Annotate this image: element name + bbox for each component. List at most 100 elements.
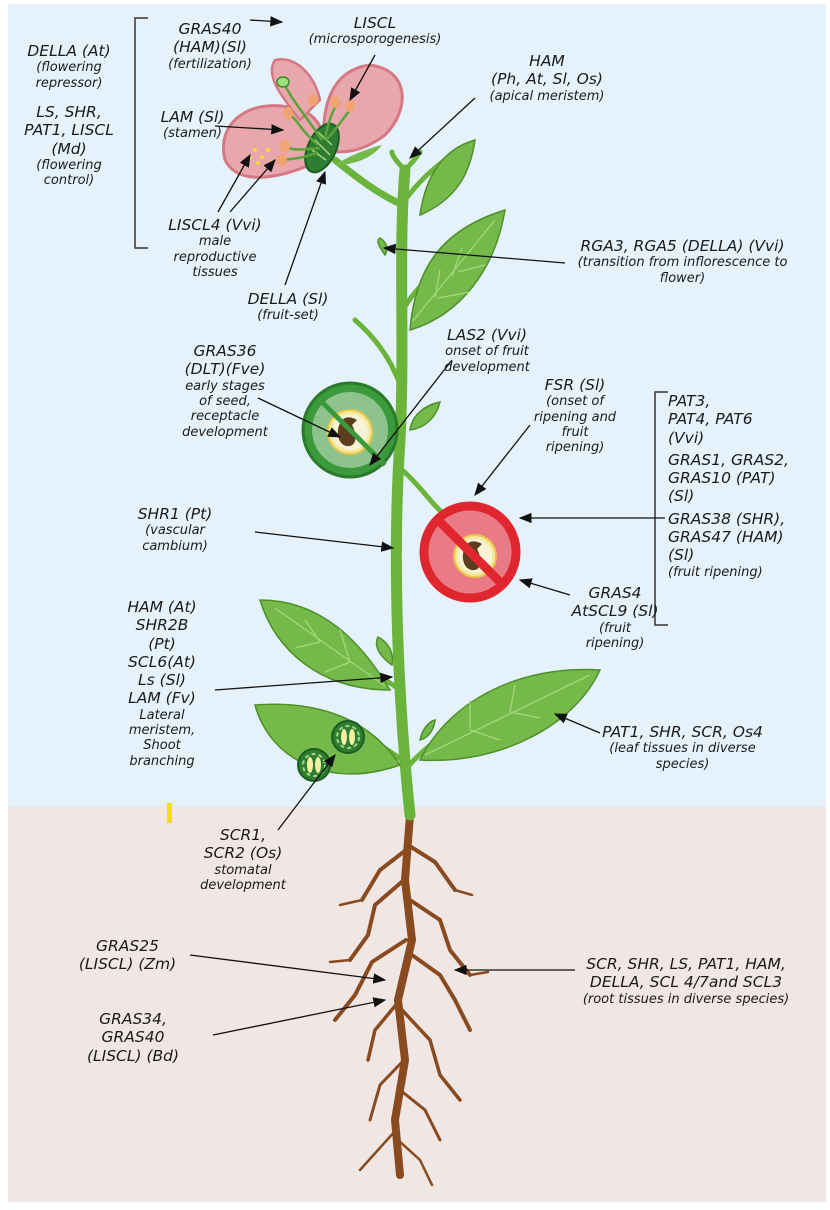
function-text: Shoot <box>112 738 212 753</box>
function-text: receptacle <box>175 409 275 424</box>
function-text: ripening) <box>525 440 625 455</box>
gene-text: LAM (Fv) <box>112 689 212 707</box>
gene-text: HAM (At) <box>112 598 212 616</box>
gene-text: Ls (Sl) <box>112 671 212 689</box>
function-text: development <box>428 360 546 375</box>
label-shr1: SHR1 (Pt) (vascular cambium) <box>125 505 225 554</box>
label-della-at: DELLA (At) (flowering repressor) <box>4 42 134 91</box>
function-text: development <box>175 425 275 440</box>
gene-text: GRAS10 (PAT) <box>668 469 818 487</box>
gene-text: DELLA (Sl) <box>238 290 338 308</box>
function-text: Lateral <box>112 708 212 723</box>
gene-text: LAM (Sl) <box>150 108 235 126</box>
label-fsr: FSR (Sl) (onset of ripening and fruit ri… <box>525 376 625 456</box>
gene-text: FSR (Sl) <box>525 376 625 394</box>
gene-text: LAS2 (Vvi) <box>428 326 546 344</box>
gene-text: LISCL4 (Vvi) <box>160 216 270 234</box>
label-liscl: LISCL (microsporogenesis) <box>300 14 450 48</box>
gene-text: SCR2 (Os) <box>188 844 298 862</box>
function-text: fruit <box>525 425 625 440</box>
gene-text: GRAS1, GRAS2, <box>668 451 818 469</box>
label-rga3-rga5: RGA3, RGA5 (DELLA) (Vvi) (transition fro… <box>555 237 810 286</box>
function-text: (flowering <box>4 60 134 75</box>
gene-text: (Pt) <box>112 635 212 653</box>
gene-text: (HAM)(Sl) <box>160 38 260 56</box>
gene-text: PAT4, PAT6 <box>668 410 818 428</box>
fruit-ripening <box>424 506 516 598</box>
gene-text: (DLT)(Fve) <box>175 360 275 378</box>
gene-text: GRAS38 (SHR), <box>668 510 818 528</box>
function-text: (fruit ripening) <box>668 565 818 580</box>
function-text: control) <box>4 173 134 188</box>
function-text: (transition from inflorescence to <box>555 255 810 270</box>
gene-text: (Vvi) <box>668 429 818 447</box>
function-text: reproductive <box>160 250 270 265</box>
gene-text: LS, SHR, <box>4 103 134 121</box>
function-text: (apical meristem) <box>472 89 622 104</box>
function-text: development <box>188 878 298 893</box>
label-ls-shr-pat1-md: LS, SHR, PAT1, LISCL (Md) (flowering con… <box>4 103 134 189</box>
gene-text: AtSCL9 (Sl) <box>555 602 675 620</box>
function-text: (vascular <box>125 523 225 538</box>
gene-text: GRAS4 <box>555 584 675 602</box>
gene-text: PAT1, SHR, SCR, Os4 <box>595 723 770 741</box>
label-gras4: GRAS4 AtSCL9 (Sl) (fruit ripening) <box>555 584 675 651</box>
soil-marker <box>167 803 172 823</box>
label-ham-apical: HAM (Ph, At, Sl, Os) (apical meristem) <box>472 52 622 104</box>
function-text: (onset of <box>525 394 625 409</box>
label-pat1-leaf: PAT1, SHR, SCR, Os4 (leaf tissues in div… <box>595 723 770 772</box>
function-text: (leaf tissues in diverse <box>595 741 770 756</box>
label-della-sl: DELLA (Sl) (fruit-set) <box>238 290 338 324</box>
label-lam-sl: LAM (Sl) (stamen) <box>150 108 235 142</box>
function-text: (microsporogenesis) <box>300 32 450 47</box>
function-text: (fruit <box>555 621 675 636</box>
gene-text: DELLA (At) <box>4 42 134 60</box>
label-gras25: GRAS25 (LISCL) (Zm) <box>70 937 185 974</box>
gene-text: LISCL <box>300 14 450 32</box>
function-text: (fertilization) <box>160 57 260 72</box>
function-text: branching <box>112 754 212 769</box>
function-text: cambium) <box>125 539 225 554</box>
gene-text: SCL6(At) <box>112 653 212 671</box>
gene-text: SHR1 (Pt) <box>125 505 225 523</box>
gene-text: RGA3, RGA5 (DELLA) (Vvi) <box>555 237 810 255</box>
function-text: stomatal <box>188 863 298 878</box>
gene-text: (Md) <box>4 140 134 158</box>
gene-text: (Sl) <box>668 487 818 505</box>
label-liscl4: LISCL4 (Vvi) male reproductive tissues <box>160 216 270 280</box>
gene-text: GRAS40 <box>68 1028 198 1046</box>
function-text: (fruit-set) <box>238 308 338 323</box>
gene-text: GRAS47 (HAM) <box>668 528 818 546</box>
label-ham-shr2b-lateral: HAM (At) SHR2B (Pt) SCL6(At) Ls (Sl) LAM… <box>112 598 212 769</box>
label-las2: LAS2 (Vvi) onset of fruit development <box>428 326 546 375</box>
function-text: flower) <box>555 271 810 286</box>
gene-text: PAT1, LISCL <box>4 121 134 139</box>
gene-text: HAM <box>472 52 622 70</box>
fruit-green <box>303 383 397 477</box>
gene-text: SCR, SHR, LS, PAT1, HAM, <box>572 955 800 973</box>
gene-text: GRAS34, <box>68 1010 198 1028</box>
function-text: ripening and <box>525 410 625 425</box>
label-scr1-scr2: SCR1, SCR2 (Os) stomatal development <box>188 826 298 893</box>
function-text: meristem, <box>112 723 212 738</box>
gene-text: GRAS36 <box>175 342 275 360</box>
function-text: early stages <box>175 379 275 394</box>
label-gras34-gras40: GRAS34, GRAS40 (LISCL) (Bd) <box>68 1010 198 1065</box>
gene-text: (LISCL) (Zm) <box>70 955 185 973</box>
function-text: (stamen) <box>150 126 235 141</box>
gene-text: SCR1, <box>188 826 298 844</box>
function-text: of seed, <box>175 394 275 409</box>
function-text: tissues <box>160 265 270 280</box>
function-text: species) <box>595 757 770 772</box>
gene-text: GRAS40 <box>160 20 260 38</box>
gene-text: GRAS25 <box>70 937 185 955</box>
gene-text: (Ph, At, Sl, Os) <box>472 70 622 88</box>
gene-text: PAT3, <box>668 392 818 410</box>
gene-text: DELLA, SCL 4/7and SCL3 <box>572 973 800 991</box>
gene-text: (Sl) <box>668 546 818 564</box>
function-text: onset of fruit <box>428 344 546 359</box>
label-gras36: GRAS36 (DLT)(Fve) early stages of seed, … <box>175 342 275 440</box>
gene-text: SHR2B <box>112 616 212 634</box>
function-text: (flowering <box>4 158 134 173</box>
